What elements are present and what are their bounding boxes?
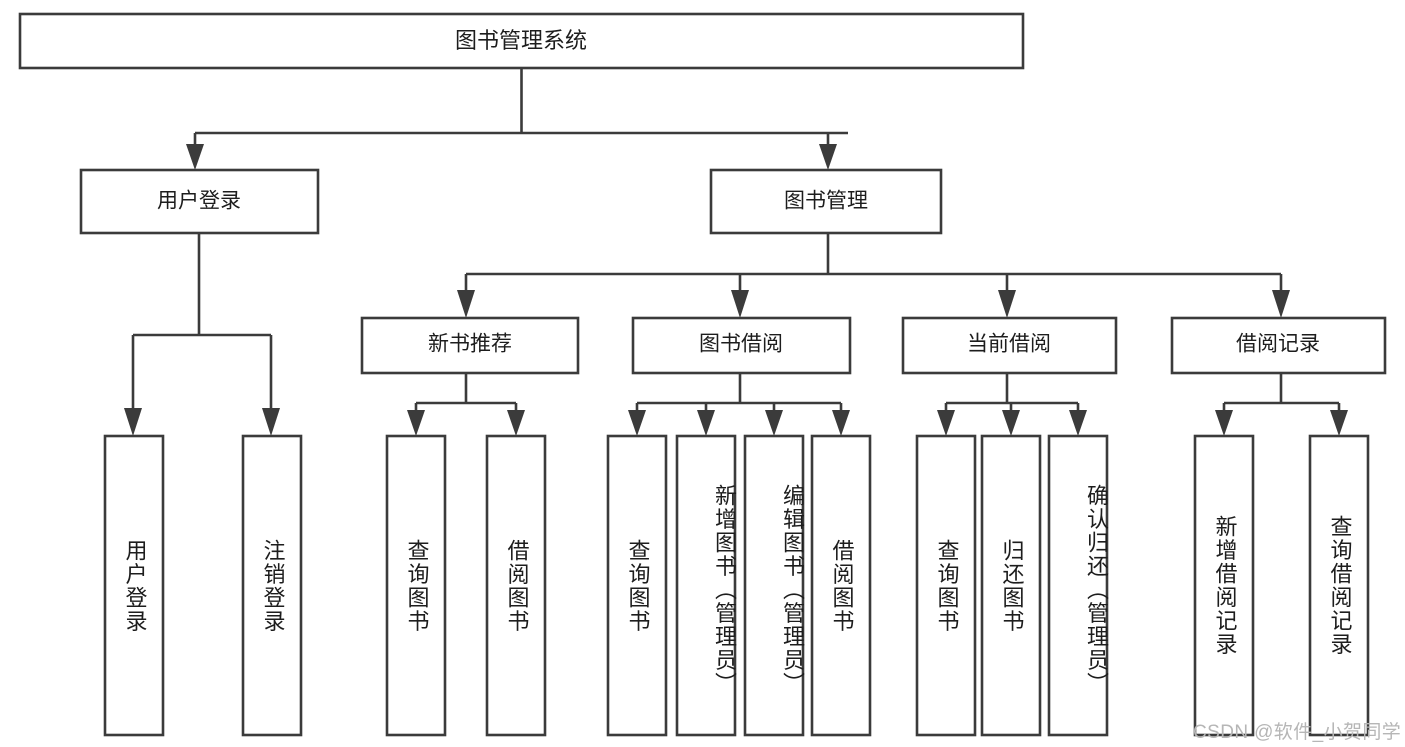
connector-group-new-book-rec [407, 373, 525, 436]
node-book-manage-label: 图书管理 [784, 190, 868, 213]
node-leaf-query-book-bb-box[interactable] [606, 434, 668, 737]
node-current-borrow[interactable]: 当前借阅 [901, 316, 1118, 375]
arrow-head-book-manage [819, 144, 837, 170]
node-borrow-record[interactable]: 借阅记录 [1170, 316, 1387, 375]
node-user-login[interactable]: 用户登录 [79, 168, 320, 235]
node-leaf-query-book-rec-box[interactable] [385, 434, 447, 737]
node-book-manage[interactable]: 图书管理 [709, 168, 943, 235]
arrow-head-leaf-add-record [1215, 410, 1233, 436]
node-user-login-box[interactable] [79, 168, 320, 235]
node-leaf-add-record-box[interactable] [1193, 434, 1255, 737]
node-book-borrow-label: 图书借阅 [699, 333, 783, 356]
arrow-head-book-borrow [731, 290, 749, 318]
node-root-label: 图书管理系统 [455, 28, 587, 53]
node-user-login-label: 用户登录 [157, 190, 241, 213]
arrow-head-leaf-confirm-return [1069, 410, 1087, 436]
arrow-head-leaf-query-book-rec [407, 410, 425, 436]
arrow-head-leaf-edit-book [765, 410, 783, 436]
arrow-head-leaf-user-logout [262, 408, 280, 436]
node-new-book-rec[interactable]: 新书推荐 [360, 316, 580, 375]
node-leaf-query-book-cb-box[interactable] [915, 434, 977, 737]
node-borrow-record-box[interactable] [1170, 316, 1387, 375]
connector-group-root [186, 68, 848, 170]
connector-group-book-borrow [628, 373, 850, 436]
arrow-head-leaf-add-book [697, 410, 715, 436]
node-leaf-return-book-box[interactable] [980, 434, 1042, 737]
node-leaf-borrow-book-rec-box[interactable] [485, 434, 547, 737]
csdn-watermark: CSDN @软件_小贺同学 [1193, 722, 1402, 743]
node-leaf-user-login-box[interactable] [103, 434, 165, 737]
arrow-head-new-book-rec [457, 290, 475, 318]
arrow-head-leaf-borrow-book-rec [507, 410, 525, 436]
connector-group-book-manage [457, 233, 1290, 318]
connector-group-current-borrow [937, 373, 1087, 436]
node-leaf-borrow-book-bb-box[interactable] [810, 434, 872, 737]
arrow-head-current-borrow [998, 290, 1016, 318]
arrow-head-leaf-borrow-book-bb [832, 410, 850, 436]
node-leaf-edit-book-box[interactable] [743, 434, 805, 737]
node-book-borrow[interactable]: 图书借阅 [631, 316, 852, 375]
node-current-borrow-label: 当前借阅 [967, 333, 1051, 356]
arrow-head-leaf-return-book [1002, 410, 1020, 436]
node-new-book-rec-label: 新书推荐 [428, 333, 512, 356]
node-book-borrow-box[interactable] [631, 316, 852, 375]
connector-group-user-login [124, 233, 280, 436]
arrow-head-leaf-user-login [124, 408, 142, 436]
node-leaf-add-book-box[interactable] [675, 434, 737, 737]
arrow-head-leaf-query-book-cb [937, 410, 955, 436]
node-borrow-record-label: 借阅记录 [1236, 333, 1320, 356]
node-leaf-confirm-return-box[interactable] [1047, 434, 1109, 737]
node-root-box[interactable] [18, 12, 1025, 70]
node-new-book-rec-box[interactable] [360, 316, 580, 375]
arrow-head-leaf-query-record [1330, 410, 1348, 436]
node-leaf-query-record-box[interactable] [1308, 434, 1370, 737]
arrow-head-borrow-record [1272, 290, 1290, 318]
node-leaf-user-logout-box[interactable] [241, 434, 303, 737]
leaf-boxes [103, 434, 1370, 737]
connector-group-borrow-record [1215, 373, 1348, 436]
node-root[interactable]: 图书管理系统 [18, 12, 1025, 70]
arrow-head-user-login [186, 144, 204, 170]
arrow-head-leaf-query-book-bb [628, 410, 646, 436]
node-book-manage-box[interactable] [709, 168, 943, 235]
node-current-borrow-box[interactable] [901, 316, 1118, 375]
